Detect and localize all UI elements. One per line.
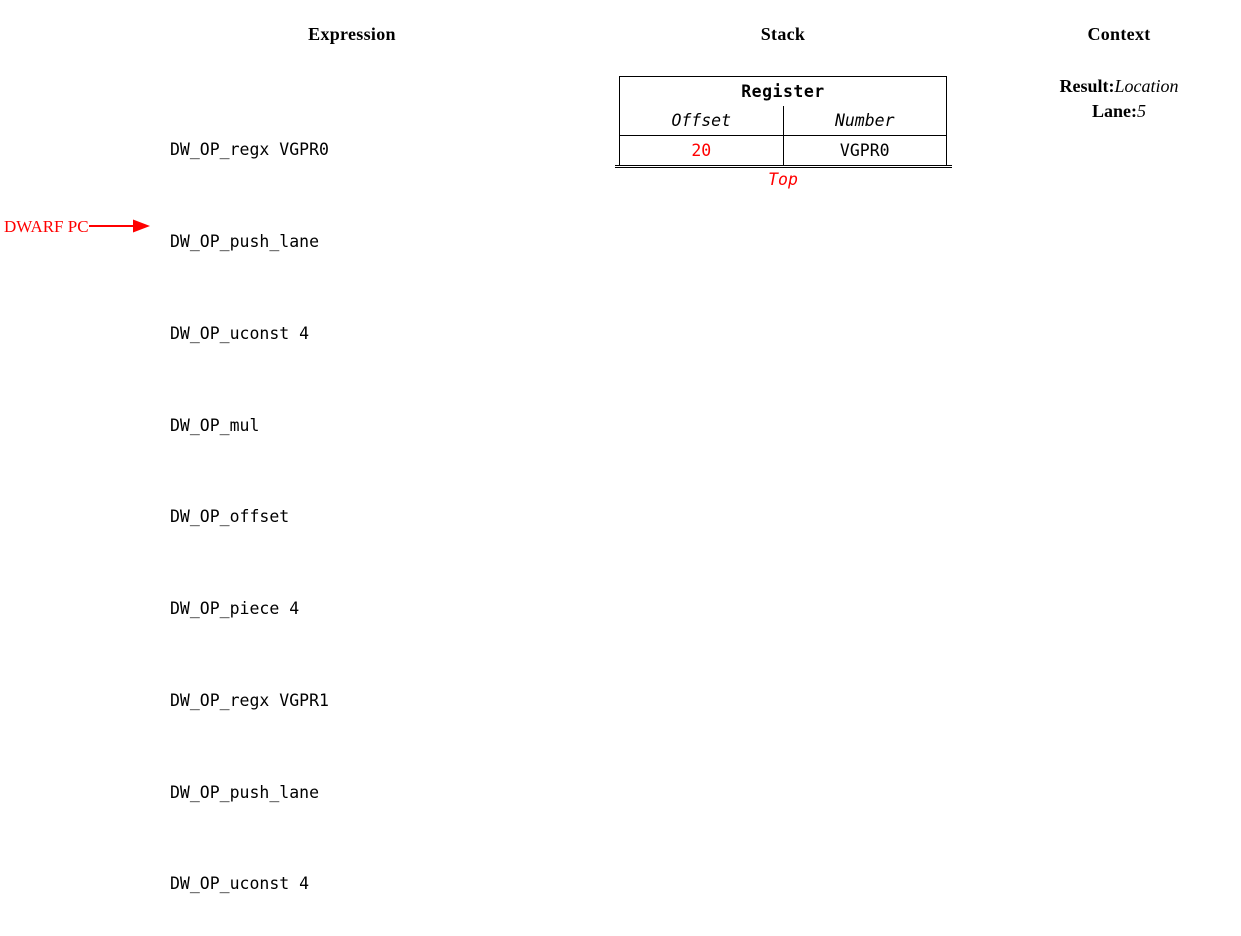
column-heading-context: Context: [1087, 24, 1151, 44]
context-panel: Result:Location Lane:5: [1019, 74, 1219, 124]
stack-entry-title: Register: [619, 76, 947, 106]
context-entry-lane: Lane:5: [1019, 99, 1219, 124]
expression-line: DW_OP_mul: [170, 415, 260, 435]
dwarf-pc-label: DWARF PC: [4, 216, 89, 236]
cell-offset-value: 20: [619, 135, 784, 166]
expression-line: DW_OP_uconst 4: [170, 874, 310, 894]
expression-line: DW_OP_offset: [170, 507, 290, 527]
expression-list: DW_OP_regx VGPR0 DW_OP_push_lane DW_OP_u…: [170, 74, 329, 936]
stack-bottom-divider: [615, 165, 952, 168]
dwarf-pc-pointer: DWARF PC: [4, 212, 151, 240]
expression-line: DW_OP_piece 4: [170, 599, 300, 619]
expression-line: DW_OP_regx VGPR1: [170, 690, 329, 710]
context-key: Lane:: [1092, 101, 1137, 121]
stack-table: Register Offset Number 20 VGPR0: [619, 76, 947, 166]
expression-line: DW_OP_uconst 4: [170, 323, 310, 343]
table-row-title: Register: [619, 76, 947, 106]
table-row-header: Offset Number: [619, 106, 947, 136]
stack-top-label: Top: [768, 170, 798, 189]
column-heading-expression: Expression: [308, 24, 396, 44]
context-value: 5: [1137, 101, 1146, 121]
expression-line: DW_OP_regx VGPR0: [170, 140, 329, 160]
table-row: 20 VGPR0: [619, 135, 947, 166]
context-key: Result:: [1059, 76, 1115, 96]
expression-line: DW_OP_push_lane: [170, 782, 320, 802]
expression-line: DW_OP_push_lane: [170, 231, 320, 251]
context-entry-result: Result:Location: [1019, 74, 1219, 99]
column-header-offset: Offset: [619, 106, 784, 136]
context-value: Location: [1114, 76, 1179, 96]
column-heading-stack: Stack: [760, 24, 806, 44]
right-arrow-icon: [88, 219, 150, 233]
column-header-number: Number: [783, 106, 947, 136]
cell-number-value: VGPR0: [783, 135, 947, 166]
